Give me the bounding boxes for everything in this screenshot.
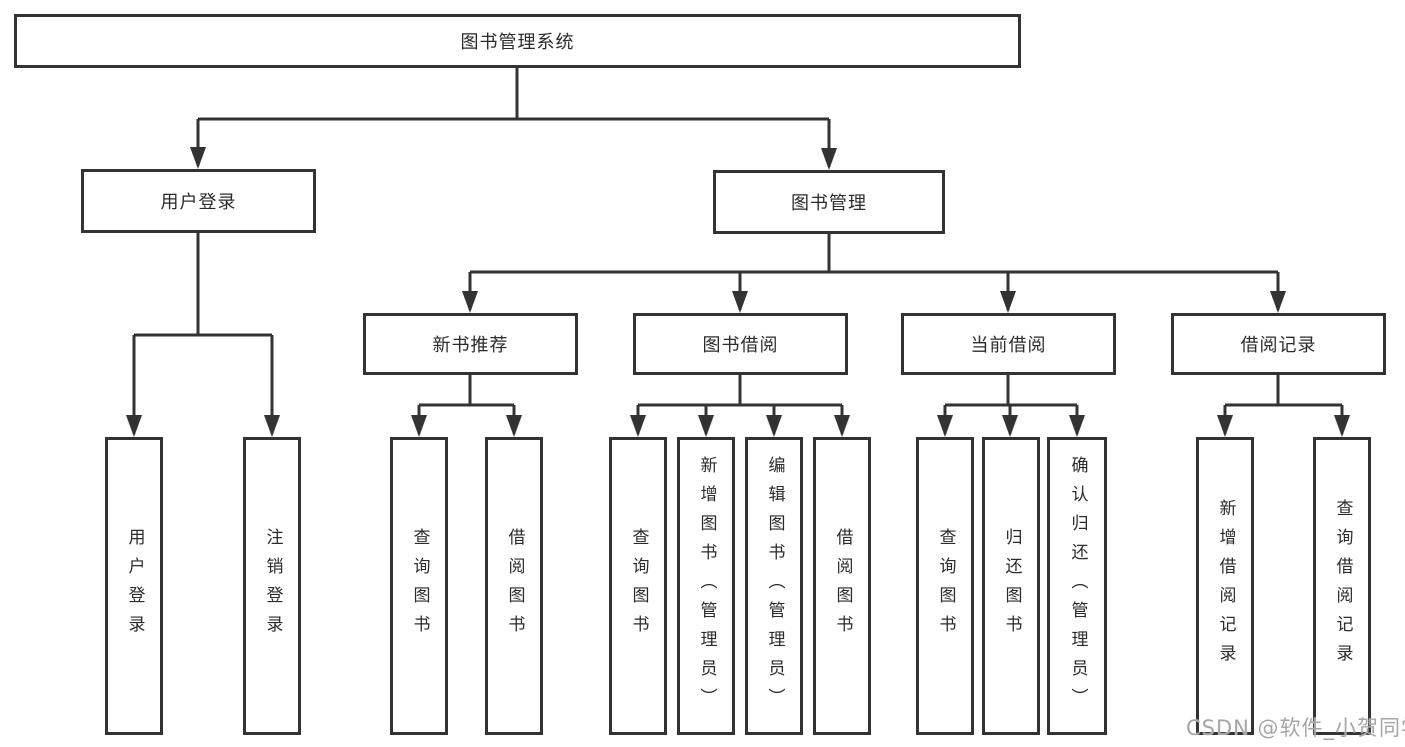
node-label: 新增借阅记录: [1215, 499, 1236, 673]
leaf-borrow-books-recommend: 借阅图书: [485, 437, 543, 735]
node-label: 新书推荐: [432, 335, 509, 356]
leaf-query-books-borrowing: 查询图书: [609, 437, 667, 735]
csdn-watermark: CSDN @软件_小贺同学: [1186, 716, 1405, 740]
node-book-management: 图书管理: [713, 170, 945, 234]
node-borrowing-records: 借阅记录: [1171, 313, 1386, 375]
leaf-query-books-recommend: 查询图书: [390, 437, 448, 735]
node-label: 借阅图书: [504, 528, 525, 644]
node-book-borrowing: 图书借阅: [633, 313, 848, 375]
leaf-query-books-current: 查询图书: [916, 437, 974, 735]
arrowheads: [126, 147, 1350, 437]
node-label: 图书借阅: [702, 335, 779, 356]
node-label: 查询借阅记录: [1332, 499, 1353, 673]
leaf-add-borrow-record: 新增借阅记录: [1196, 437, 1254, 735]
node-label: 编辑图书（管理员）: [764, 455, 785, 717]
node-label: 查询图书: [935, 528, 956, 644]
node-label: 图书管理: [791, 193, 867, 214]
node-label: 确认归还（管理员）: [1067, 455, 1088, 717]
node-label: 查询图书: [409, 528, 430, 644]
tree-edges: [132, 68, 1344, 434]
node-label: 新增图书（管理员）: [696, 455, 717, 717]
leaf-add-books-admin: 新增图书（管理员）: [677, 437, 735, 735]
node-label: 注销登录: [262, 528, 283, 644]
node-label: 用户登录: [160, 192, 237, 213]
leaf-user-login: 用户登录: [105, 437, 163, 735]
leaf-edit-books-admin: 编辑图书（管理员）: [745, 437, 803, 735]
leaf-confirm-return-admin: 确认归还（管理员）: [1047, 437, 1107, 735]
node-label: 借阅图书: [832, 528, 853, 644]
leaf-query-borrow-record: 查询借阅记录: [1313, 437, 1371, 735]
node-label: 图书管理系统: [460, 32, 575, 53]
node-label: 当前借阅: [970, 335, 1047, 356]
leaf-logout: 注销登录: [243, 437, 301, 735]
node-user-login: 用户登录: [81, 169, 316, 233]
node-library-management-system: 图书管理系统: [14, 14, 1021, 68]
leaf-return-books: 归还图书: [982, 437, 1040, 735]
node-label: 借阅记录: [1240, 335, 1317, 356]
node-label: 用户登录: [124, 528, 145, 644]
leaf-borrow-books: 借阅图书: [813, 437, 871, 735]
node-current-borrowing: 当前借阅: [901, 313, 1116, 375]
node-label: 归还图书: [1001, 528, 1022, 644]
node-label: 查询图书: [628, 528, 649, 644]
node-new-book-recommend: 新书推荐: [363, 313, 578, 375]
